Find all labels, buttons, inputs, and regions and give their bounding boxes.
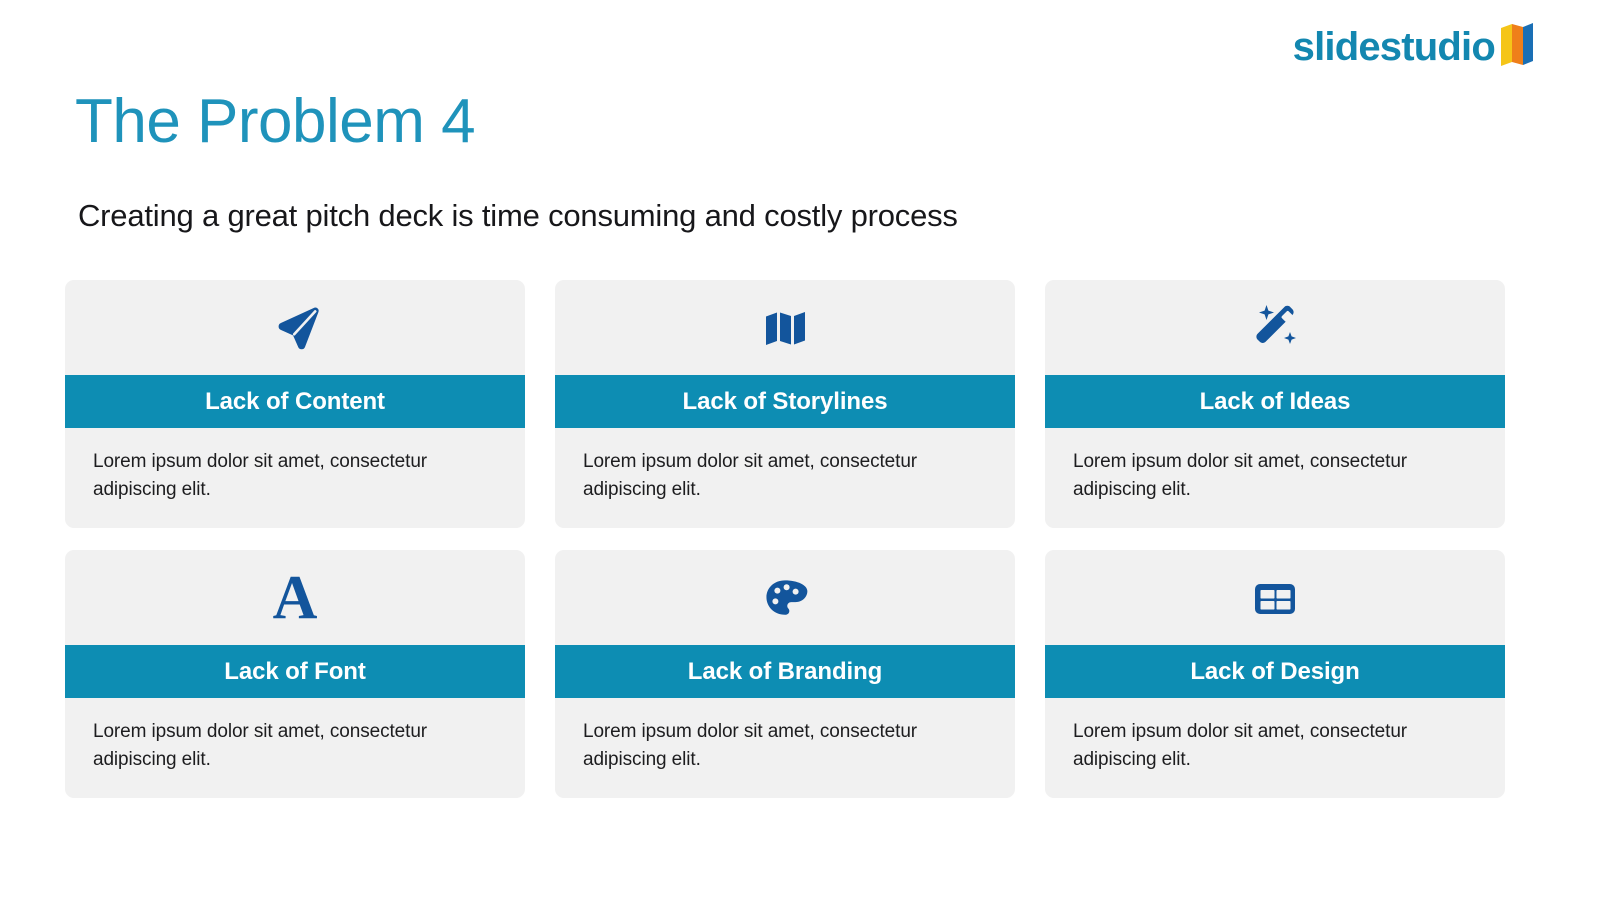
card-body: Lorem ipsum dolor sit amet, consectetur …: [65, 428, 525, 528]
problem-card[interactable]: Lack of Design Lorem ipsum dolor sit ame…: [1045, 550, 1505, 798]
card-icon-slot: [1045, 550, 1505, 645]
magic-wand-icon: [1247, 300, 1303, 356]
problem-card[interactable]: A Lack of Font Lorem ipsum dolor sit ame…: [65, 550, 525, 798]
problem-card[interactable]: Lack of Ideas Lorem ipsum dolor sit amet…: [1045, 280, 1505, 528]
card-title: Lack of Content: [205, 387, 385, 415]
card-description: Lorem ipsum dolor sit amet, consectetur …: [1073, 721, 1408, 770]
card-title: Lack of Font: [224, 657, 366, 685]
card-icon-slot: [1045, 280, 1505, 375]
card-title-band: Lack of Content: [65, 375, 525, 428]
page-subtitle: Creating a great pitch deck is time cons…: [78, 198, 958, 233]
table-grid-icon: [1249, 572, 1301, 624]
card-title-band: Lack of Branding: [555, 645, 1015, 698]
card-title-band: Lack of Storylines: [555, 375, 1015, 428]
card-icon-slot: [555, 280, 1015, 375]
card-body: Lorem ipsum dolor sit amet, consectetur …: [555, 698, 1015, 798]
card-title-band: Lack of Design: [1045, 645, 1505, 698]
problem-card-grid: Lack of Content Lorem ipsum dolor sit am…: [65, 280, 1505, 798]
card-description: Lorem ipsum dolor sit amet, consectetur …: [583, 721, 918, 770]
card-body: Lorem ipsum dolor sit amet, consectetur …: [555, 428, 1015, 528]
card-body: Lorem ipsum dolor sit amet, consectetur …: [1045, 428, 1505, 528]
card-icon-slot: A: [65, 550, 525, 645]
problem-card[interactable]: Lack of Branding Lorem ipsum dolor sit a…: [555, 550, 1015, 798]
card-title: Lack of Branding: [687, 657, 883, 685]
problem-card[interactable]: Lack of Storylines Lorem ipsum dolor sit…: [555, 280, 1015, 528]
card-title-band: Lack of Font: [65, 645, 525, 698]
card-icon-slot: [65, 280, 525, 375]
problem-card[interactable]: Lack of Content Lorem ipsum dolor sit am…: [65, 280, 525, 528]
card-title: Lack of Storylines: [682, 387, 888, 415]
page-title: The Problem 4: [75, 87, 476, 156]
paint-palette-icon: [759, 572, 811, 624]
card-body: Lorem ipsum dolor sit amet, consectetur …: [1045, 698, 1505, 798]
card-icon-slot: [555, 550, 1015, 645]
card-description: Lorem ipsum dolor sit amet, consectetur …: [93, 451, 428, 500]
brand-logo-text: slidestudio: [1292, 24, 1496, 69]
card-body: Lorem ipsum dolor sit amet, consectetur …: [65, 698, 525, 798]
card-description: Lorem ipsum dolor sit amet, consectetur …: [93, 721, 428, 770]
folded-map-icon: [759, 302, 811, 354]
card-description: Lorem ipsum dolor sit amet, consectetur …: [583, 451, 918, 500]
open-book-mark-icon: [1499, 22, 1535, 71]
card-title-band: Lack of Ideas: [1045, 375, 1505, 428]
card-description: Lorem ipsum dolor sit amet, consectetur …: [1073, 451, 1408, 500]
letter-a-icon: A: [272, 563, 318, 632]
card-title: Lack of Ideas: [1199, 387, 1351, 415]
card-title: Lack of Design: [1190, 657, 1360, 685]
paper-plane-icon: [269, 302, 321, 354]
brand-logo: slidestudio: [1293, 22, 1535, 71]
